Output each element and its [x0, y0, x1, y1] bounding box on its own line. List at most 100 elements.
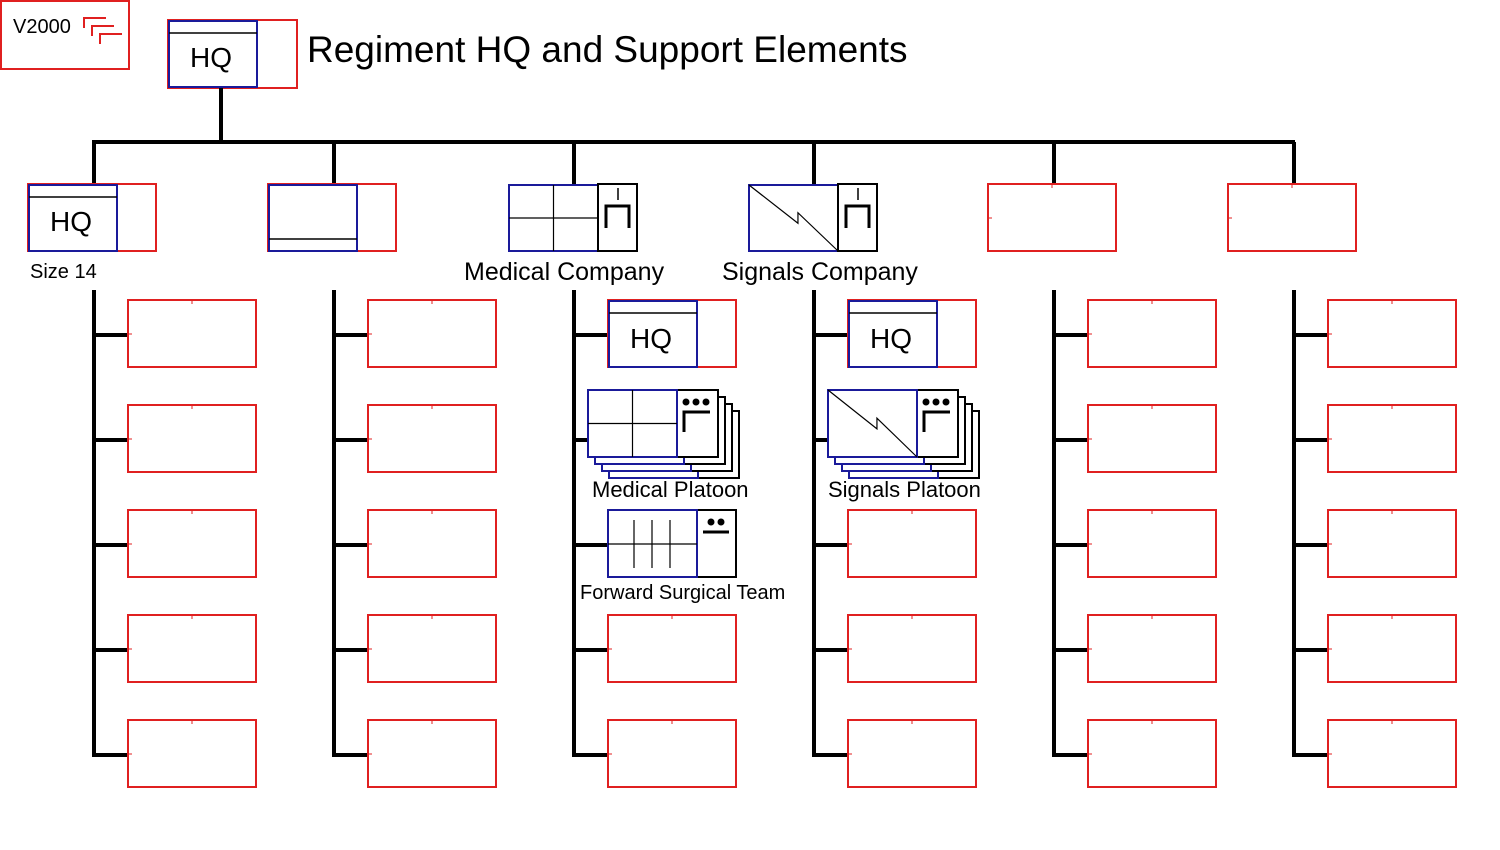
unit-frame — [268, 184, 358, 252]
frame-box — [1327, 404, 1457, 473]
frame-box — [127, 509, 257, 578]
empty-child-frame — [367, 299, 497, 368]
medical-hq-text: HQ — [630, 323, 672, 354]
unit-frame — [28, 184, 118, 252]
platoon-echelon-icon — [682, 410, 710, 432]
empty-child-frame — [1327, 614, 1457, 683]
empty-child-frame — [367, 404, 497, 473]
signals-company-label: Signals Company — [722, 258, 918, 286]
empty-child-frame — [847, 719, 977, 788]
empty-child-frame — [1087, 719, 1217, 788]
frame-box — [847, 509, 977, 578]
platoon-dot — [692, 398, 700, 406]
frame-box — [127, 404, 257, 473]
empty-child-frame — [1327, 299, 1457, 368]
frame-box — [367, 299, 497, 368]
empty-child-frame — [127, 299, 257, 368]
empty-child-frame — [1327, 509, 1457, 578]
team-dot — [707, 518, 715, 526]
version-tag — [0, 0, 130, 70]
size-14-label: Size 14 — [30, 261, 97, 283]
empty-child-frame — [847, 509, 977, 578]
frame-box — [367, 614, 497, 683]
signals-bolt — [827, 389, 918, 458]
empty-child-frame — [1087, 299, 1217, 368]
empty-child-frame — [367, 509, 497, 578]
version-label: V2000 — [13, 16, 71, 38]
platoon-dot — [702, 398, 710, 406]
empty-child-frame — [127, 614, 257, 683]
connector-lines — [92, 88, 1296, 184]
medical-company-symbol — [508, 183, 638, 252]
frame-box — [367, 719, 497, 788]
frame-box — [987, 183, 1117, 252]
forward-surgical-team-symbol — [607, 509, 737, 578]
frame-box — [607, 719, 737, 788]
frame-box — [1327, 509, 1457, 578]
column-lines — [92, 290, 1329, 757]
frame-box — [1087, 404, 1217, 473]
platoon-dot — [922, 398, 930, 406]
unit-frame — [608, 300, 698, 368]
level-2-units — [27, 183, 1357, 252]
medical-company-label: Medical Company — [464, 258, 665, 286]
unit-frame — [848, 300, 938, 368]
frame-box — [1327, 719, 1457, 788]
empty-child-frame — [847, 614, 977, 683]
signals-hq-text: HQ — [870, 323, 912, 354]
signals-bolt — [748, 184, 839, 252]
platoon-dot — [932, 398, 940, 406]
frame-box — [1327, 614, 1457, 683]
empty-child-frame — [127, 404, 257, 473]
col1-hq-text: HQ — [50, 206, 92, 237]
frame-box — [1087, 719, 1217, 788]
signals-platoon-label: Signals Platoon — [828, 477, 981, 502]
company-echelon-icon — [844, 204, 871, 228]
signals-company-symbol — [748, 183, 878, 252]
frame-box — [847, 719, 977, 788]
platoon-dot — [682, 398, 690, 406]
signals-platoon-symbol — [827, 389, 980, 479]
team-echelon-box — [696, 509, 737, 578]
col6-empty-frame — [1227, 183, 1357, 252]
child-hq-symbol — [607, 299, 737, 368]
frame-box — [1087, 614, 1217, 683]
empty-child-frame — [607, 614, 737, 683]
frame-box — [1327, 299, 1457, 368]
medical-platoon-symbol — [587, 389, 740, 479]
empty-child-frame — [127, 509, 257, 578]
empty-child-frame — [607, 719, 737, 788]
frame-box — [367, 509, 497, 578]
frame-box — [127, 299, 257, 368]
team-dot — [717, 518, 725, 526]
platoon-echelon-icon — [922, 410, 950, 432]
top-hq-symbol — [167, 19, 298, 89]
frame-box — [127, 719, 257, 788]
forward-surgical-team-label: Forward Surgical Team — [580, 582, 786, 604]
medical-platoon-label: Medical Platoon — [592, 477, 749, 502]
child-hq-symbol — [847, 299, 977, 368]
page-title: Regiment HQ and Support Elements — [307, 29, 908, 70]
platoon-dot — [942, 398, 950, 406]
col5-empty-frame — [987, 183, 1117, 252]
empty-child-frame — [1087, 404, 1217, 473]
top-hq-text: HQ — [190, 42, 232, 73]
frame-box — [1227, 183, 1357, 252]
version-tag-icon — [83, 17, 122, 44]
col1-hq-symbol — [27, 183, 157, 252]
frame-box — [607, 614, 737, 683]
company-echelon-icon — [604, 204, 631, 228]
frame-box — [1087, 299, 1217, 368]
empty-child-frame — [367, 614, 497, 683]
empty-child-frame — [1327, 719, 1457, 788]
frame-box — [127, 614, 257, 683]
empty-child-frame — [1087, 509, 1217, 578]
frame-box — [1087, 509, 1217, 578]
empty-child-frame — [1327, 404, 1457, 473]
child-units — [127, 299, 1457, 788]
empty-child-frame — [367, 719, 497, 788]
empty-child-frame — [127, 719, 257, 788]
empty-child-frame — [1087, 614, 1217, 683]
frame-box — [847, 614, 977, 683]
